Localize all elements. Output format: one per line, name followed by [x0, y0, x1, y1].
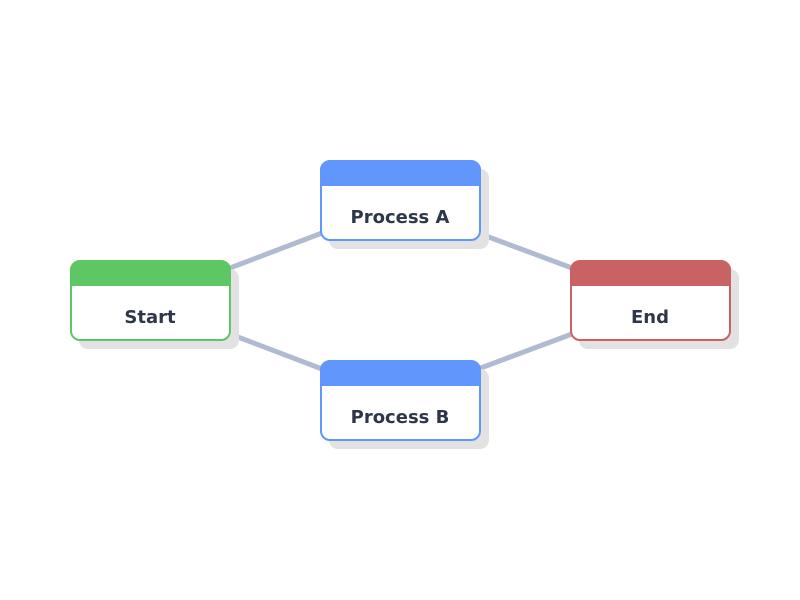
node-label-start: Start [124, 307, 176, 328]
node-label-process-a: Process A [351, 207, 450, 228]
node-process-a[interactable]: Process A [320, 160, 490, 249]
edge-start-to-process-a [227, 230, 325, 271]
node-end[interactable]: End [570, 260, 740, 349]
node-process-b[interactable]: Process B [320, 360, 490, 449]
node-start[interactable]: Start [70, 260, 240, 349]
node-header-fill [320, 360, 481, 386]
node-label-process-b: Process B [351, 407, 450, 428]
edges [227, 230, 575, 372]
edge-start-to-process-b [227, 331, 325, 372]
node-header-fill [320, 160, 481, 186]
node-header-fill [70, 260, 231, 286]
node-header-fill [570, 260, 731, 286]
edge-process-b-to-end [475, 331, 575, 372]
edge-process-a-to-end [475, 230, 575, 271]
node-label-end: End [631, 307, 669, 328]
